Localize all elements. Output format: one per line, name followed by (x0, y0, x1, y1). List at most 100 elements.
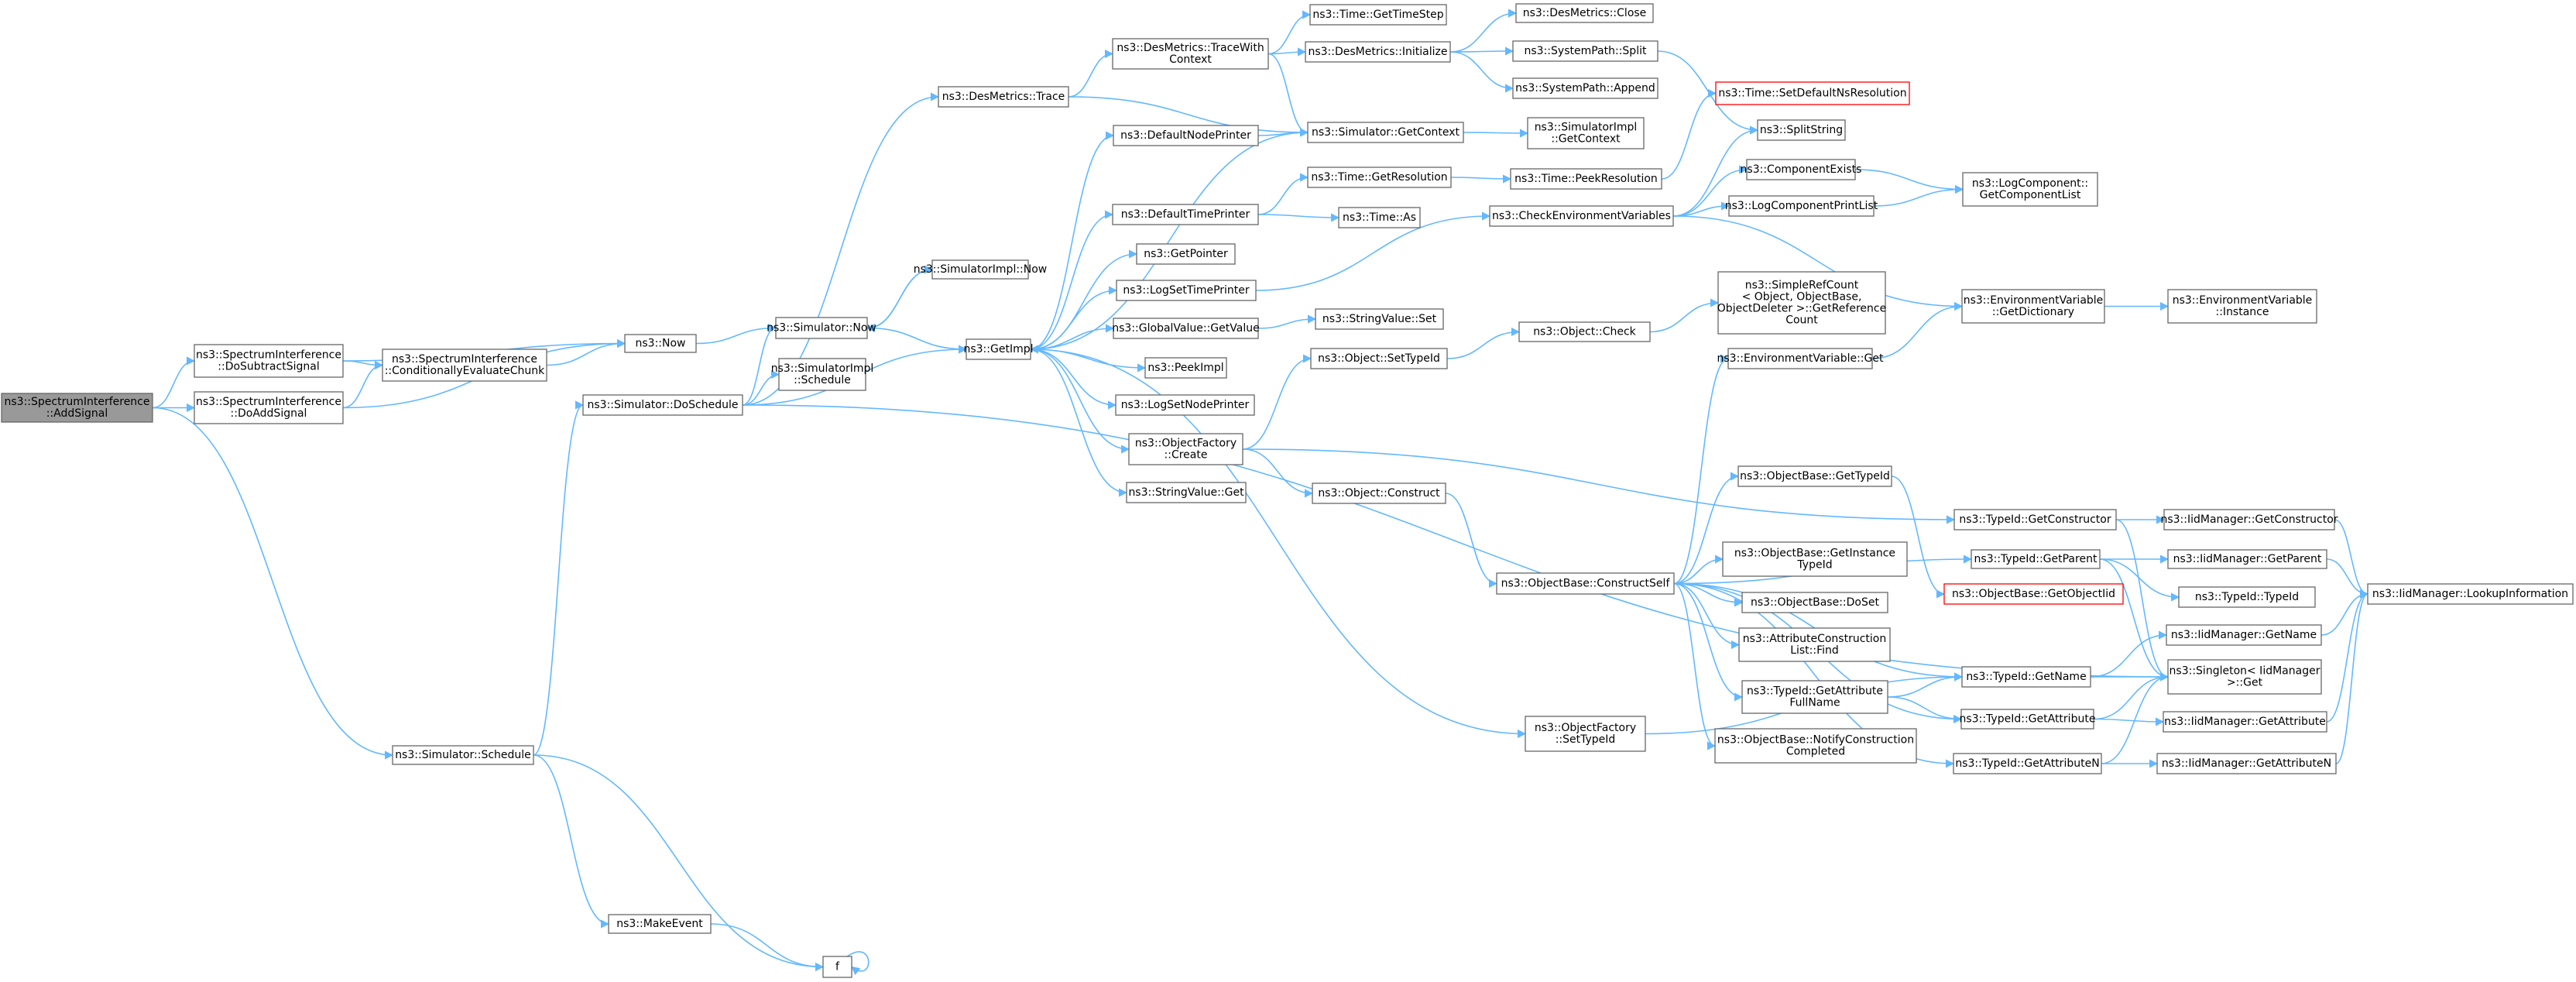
node-dosched[interactable]: ns3::Simulator::DoSchedule (582, 394, 743, 416)
node-box (1741, 592, 1888, 613)
edge-objfactorycreate-to-objconstruct (1242, 448, 1314, 498)
node-simnow[interactable]: ns3::Simulator::Now (767, 317, 876, 339)
node-box (1116, 280, 1257, 301)
node-box (1312, 482, 1446, 504)
node-stringvalueget[interactable]: ns3::StringValue::Get (1126, 482, 1247, 503)
node-desminit[interactable]: ns3::DesMetrics::Initialize (1305, 41, 1451, 63)
edge-line (1649, 298, 1720, 333)
node-simimplsched[interactable]: ns3::SimulatorImpl::Schedule (771, 358, 874, 391)
edge-objbaseconstructself-to-attrconstrlistfind (1673, 582, 1741, 650)
edge-line (1673, 354, 1730, 585)
edge-line (1267, 47, 1307, 57)
node-iidgetname[interactable]: ns3::IidManager::GetName (2166, 624, 2322, 646)
node-objbasegetobjectiid[interactable]: ns3::ObjectBase::GetObjectIid (1943, 583, 2124, 605)
node-singletonget[interactable]: ns3::Singleton< IidManager>::Get (2167, 659, 2322, 695)
node-iidgetattributen[interactable]: ns3::IidManager::GetAttributeN (2156, 753, 2337, 774)
node-box (1715, 81, 1910, 105)
node-syspathappend[interactable]: ns3::SystemPath::Append (1512, 77, 1658, 99)
node-box (1512, 77, 1658, 99)
node-getimpl[interactable]: ns3::GetImpl (963, 338, 1034, 360)
node-label: ns3::IidManager::GetName (2171, 629, 2317, 641)
node-stringvalueset[interactable]: ns3::StringValue::Set (1315, 308, 1444, 330)
edge-condeval-to-now (546, 338, 626, 366)
node-box (1309, 4, 1447, 26)
node-logsettimeprinter[interactable]: ns3::LogSetTimePrinter (1116, 280, 1257, 301)
node-objsettypeid[interactable]: ns3::Object::SetTypeId (1310, 348, 1448, 369)
node-box (1728, 195, 1875, 217)
node-globalvalueget[interactable]: ns3::GlobalValue::GetValue (1112, 318, 1260, 339)
node-logsetnodeprinter[interactable]: ns3::LogSetNodePrinter (1115, 394, 1255, 416)
node-simimplgetctx[interactable]: ns3::SimulatorImpl::GetContext (1527, 117, 1645, 149)
node-makeevent[interactable]: ns3::MakeEvent (608, 914, 712, 934)
node-objbasegettypeid[interactable]: ns3::ObjectBase::GetTypeId (1737, 465, 1892, 487)
edge-line (710, 923, 825, 972)
node-envgetdict[interactable]: ns3::EnvironmentVariable::GetDictionary (1961, 289, 2105, 324)
node-iidgetconstructor[interactable]: ns3::IidManager::GetConstructor (2160, 509, 2338, 530)
edge-iidgetattribute-to-iidlookup (2326, 589, 2369, 723)
node-simgetctx[interactable]: ns3::Simulator::GetContext (1307, 122, 1464, 143)
node-iidgetattribute[interactable]: ns3::IidManager::GetAttribute (2163, 711, 2327, 733)
node-dosubtract[interactable]: ns3::SpectrumInterference::DoSubtractSig… (194, 344, 344, 378)
node-logcompprintlist[interactable]: ns3::LogComponentPrintList (1725, 195, 1878, 217)
node-simimplnow[interactable]: ns3::SimulatorImpl::Now (914, 259, 1048, 280)
node-splitstring[interactable]: ns3::SplitString (1757, 119, 1846, 141)
node-envinstance[interactable]: ns3::EnvironmentVariable::Instance (2167, 289, 2317, 324)
node-desmclose[interactable]: ns3::DesMetrics::Close (1515, 3, 1654, 23)
node-objconstruct[interactable]: ns3::Object::Construct (1312, 482, 1446, 504)
node-iidlookup[interactable]: ns3::IidManager::LookupInformation (2367, 583, 2574, 605)
node-typeidgetattributen[interactable]: ns3::TypeId::GetAttributeN (1953, 753, 2102, 774)
edge-dosched-to-simnow (742, 323, 777, 406)
node-label: ns3::ObjectBase::GetObjectIid (1952, 588, 2115, 600)
node-typeidgetattribute[interactable]: ns3::TypeId::GetAttribute (1960, 709, 2096, 730)
node-typeidgetparent[interactable]: ns3::TypeId::GetParent (1971, 549, 2101, 569)
node-f[interactable]: f (822, 956, 852, 978)
node-typeidtypeid[interactable]: ns3::TypeId::TypeId (2178, 586, 2316, 608)
node-objcheck[interactable]: ns3::Object::Check (1518, 321, 1651, 342)
node-deftimeprinter[interactable]: ns3::DefaultTimePrinter (1112, 204, 1259, 225)
node-checkenv[interactable]: ns3::CheckEnvironmentVariables (1489, 205, 1674, 227)
edge-line (1887, 672, 1964, 698)
edge-line (1257, 128, 1309, 137)
node-typeidgetname[interactable]: ns3::TypeId::GetName (1961, 666, 2091, 688)
node-syspathsplit[interactable]: ns3::SystemPath::Split (1512, 40, 1658, 62)
edge-line (1030, 286, 1118, 350)
node-simplerefcount[interactable]: ns3::SimpleRefCount< Object, ObjectBase,… (1717, 271, 1886, 335)
node-timeas[interactable]: ns3::Time::As (1338, 207, 1421, 228)
node-objfactorysettypeid[interactable]: ns3::ObjectFactory::SetTypeId (1525, 716, 1646, 752)
node-getpointer[interactable]: ns3::GetPointer (1136, 243, 1236, 265)
node-now[interactable]: ns3::Now (624, 334, 697, 353)
edge-checkenv-to-envgetdict (1672, 215, 1964, 311)
edge-typeidgetattrfullname-to-typeidgetname (1887, 672, 1964, 698)
node-condeval[interactable]: ns3::SpectrumInterference::Conditionally… (382, 349, 547, 382)
node-settimeres[interactable]: ns3::Time::SetDefaultNsResolution (1715, 81, 1910, 105)
edge-line (1449, 46, 1514, 56)
node-compexists[interactable]: ns3::ComponentExists (1741, 159, 1862, 180)
edge-compexists-to-logcompgetlist (1854, 169, 1964, 194)
node-gettimestep[interactable]: ns3::Time::GetTimeStep (1309, 4, 1447, 26)
node-iidgetparent[interactable]: ns3::IidManager::GetParent (2167, 549, 2327, 569)
node-objbasedoset[interactable]: ns3::ObjectBase::DoSet (1741, 592, 1888, 613)
node-objbaseconstructself[interactable]: ns3::ObjectBase::ConstructSelf (1496, 572, 1675, 595)
node-label: ns3::SpectrumInterference (196, 396, 341, 408)
edge-line (2335, 589, 2369, 764)
node-objbasenotify[interactable]: ns3::ObjectBase::NotifyConstructionCompl… (1714, 728, 1917, 764)
node-peekimpl[interactable]: ns3::PeekImpl (1144, 357, 1227, 379)
node-timepeekres[interactable]: ns3::Time::PeekResolution (1510, 168, 1662, 190)
node-doadd[interactable]: ns3::SpectrumInterference::DoAddSignal (194, 391, 344, 424)
node-box (2156, 753, 2337, 774)
node-desmtrace[interactable]: ns3::DesMetrics::Trace (938, 86, 1069, 108)
node-label: ns3::Simulator::DoSchedule (588, 399, 739, 411)
node-envget[interactable]: ns3::EnvironmentVariable::Get (1717, 348, 1884, 369)
node-label: ns3::Now (636, 338, 686, 350)
node-objfactorycreate[interactable]: ns3::ObjectFactory::Create (1128, 433, 1243, 465)
node-typeidgetconstructor[interactable]: ns3::TypeId::GetConstructor (1953, 509, 2117, 530)
node-logcompgetlist[interactable]: ns3::LogComponent::GetComponentList (1962, 172, 2098, 207)
edge-getimpl-to-stringvalueget (1030, 349, 1128, 497)
node-defnodeprinter[interactable]: ns3::DefaultNodePrinter (1113, 125, 1259, 146)
node-timegetres[interactable]: ns3::Time::GetResolution (1307, 167, 1452, 188)
node-schedule[interactable]: ns3::Simulator::Schedule (392, 745, 534, 765)
